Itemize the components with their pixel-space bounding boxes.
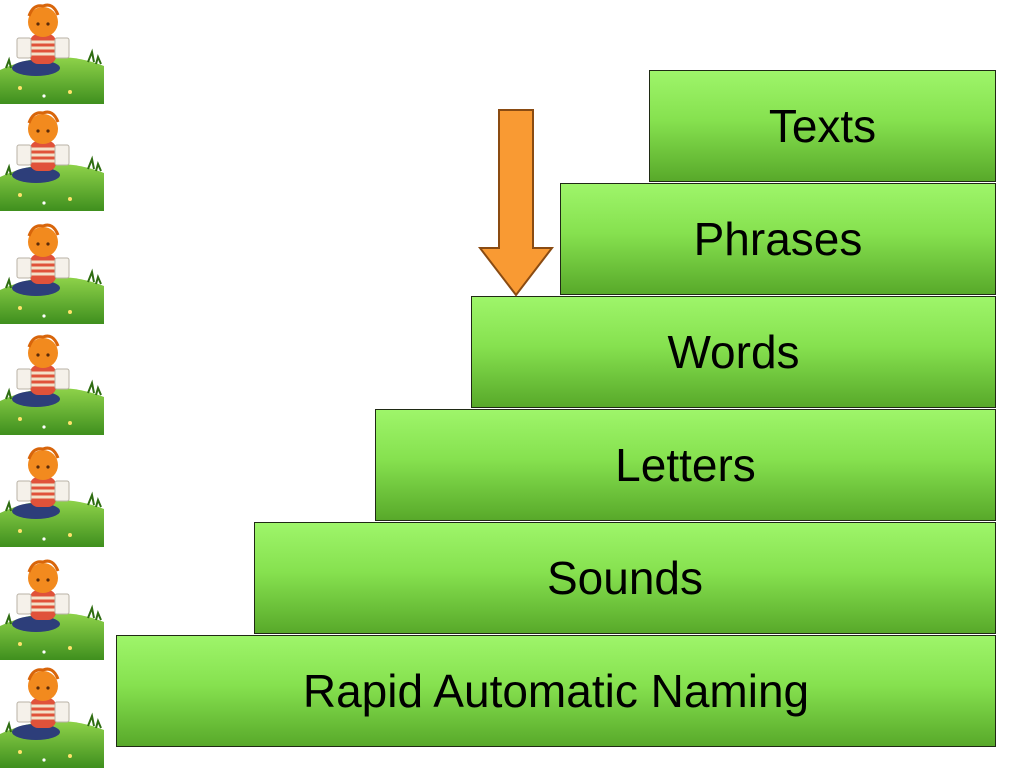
step-label: Sounds [546,552,703,604]
step-label: Letters [615,439,756,491]
step-label: Phrases [693,213,863,265]
step-label: Rapid Automatic Naming [302,665,810,717]
child-reading-on-hill-icon [0,107,104,211]
child-reading-on-hill-icon [0,331,104,435]
decorative-sidebar [0,0,106,768]
child-reading-on-hill-icon [0,443,104,547]
step-letters: Letters [375,409,996,521]
step-rapid-automatic-naming: Rapid Automatic Naming [116,635,996,747]
step-label: Words [667,326,800,378]
child-reading-on-hill-icon [0,556,104,660]
step-phrases: Phrases [560,183,996,295]
step-label: Texts [768,100,877,152]
step-texts: Texts [649,70,996,182]
step-sounds: Sounds [254,522,996,634]
step-words: Words [471,296,996,408]
child-reading-on-hill-icon [0,0,104,104]
down-arrow-icon [478,109,554,297]
child-reading-on-hill-icon [0,664,104,768]
child-reading-on-hill-icon [0,220,104,324]
